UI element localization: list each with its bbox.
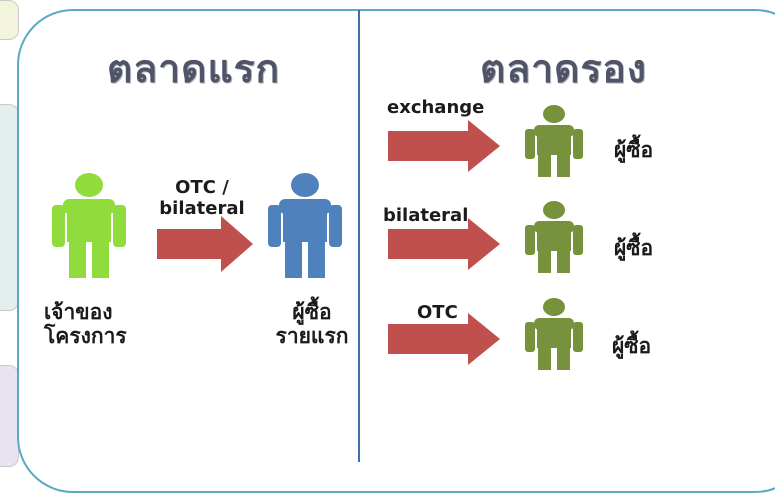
primary-arrow-label-line1: OTC / (175, 177, 229, 198)
primary-right-arrow-icon (157, 216, 253, 272)
first-buyer-label: ผู้ซื้อ รายแรก (262, 300, 362, 348)
issuer-label: เจ้าของ โครงการ (44, 300, 127, 348)
issuer-label-line1: เจ้าของ (44, 300, 113, 324)
primary-arrow-label: OTC / bilateral (152, 177, 252, 219)
issuer-label-line2: โครงการ (44, 324, 127, 349)
market-divider (358, 10, 360, 462)
secondary-buyer-person-icon-2 (525, 201, 583, 273)
first-buyer-label-line2: รายแรก (275, 324, 349, 349)
background-tab-top (0, 0, 19, 40)
first-buyer-person-icon (268, 173, 342, 278)
secondary-right-arrow-icon-1 (388, 120, 500, 172)
primary-arrow-label-line2: bilateral (159, 197, 245, 219)
secondary-buyer-person-icon-3 (525, 298, 583, 370)
secondary-arrow-label-1: exchange (387, 97, 485, 118)
secondary-buyer-person-icon-1 (525, 105, 583, 177)
secondary-buyer-label-2: ผู้ซื้อ (614, 236, 654, 260)
primary-market-title: ตลาดแรก (107, 47, 281, 92)
secondary-buyer-label-3: ผู้ซื้อ (612, 334, 652, 358)
secondary-arrow-label-2: bilateral (383, 205, 469, 226)
secondary-arrow-label-3: OTC (417, 302, 458, 323)
secondary-right-arrow-icon-2 (388, 218, 500, 270)
secondary-buyer-label-1: ผู้ซื้อ (614, 138, 654, 162)
secondary-right-arrow-icon-3 (388, 313, 500, 365)
issuer-person-icon (52, 173, 126, 278)
secondary-market-title: ตลาดรอง (480, 47, 647, 92)
first-buyer-label-line1: ผู้ซื้อ (292, 300, 332, 324)
